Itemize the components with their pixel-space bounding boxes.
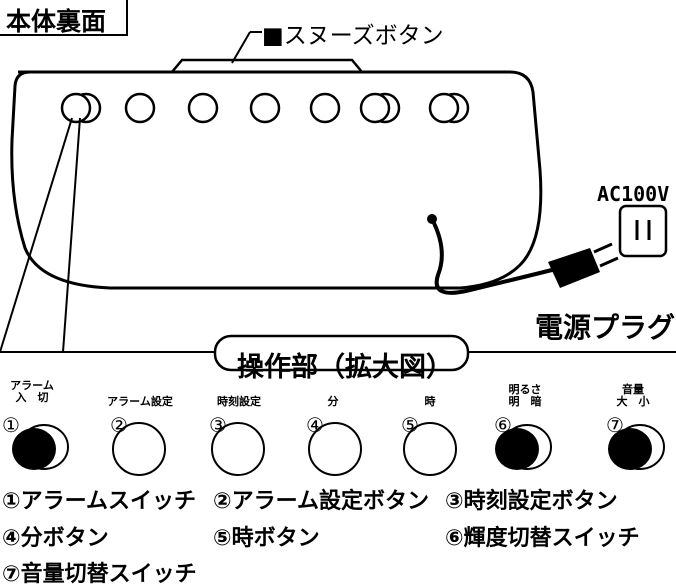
control-5 [403, 422, 457, 476]
control-2-number: ② [110, 413, 128, 437]
rear-switch-7 [428, 92, 460, 124]
rear-button-3 [187, 92, 219, 124]
control-4-label: 分 [327, 395, 339, 408]
rear-button-4 [249, 92, 281, 124]
rear-button-5 [309, 92, 341, 124]
legend-item-2: ②アラーム設定ボタン [213, 489, 429, 514]
rear-buttons [60, 92, 470, 124]
legend-item-3: ③時刻設定ボタン [445, 489, 618, 514]
clock-body [10, 70, 543, 290]
control-5-number: ⑤ [401, 413, 419, 437]
control-6-knob [495, 428, 539, 470]
control-1-label-bottom: 入 切 [15, 391, 49, 404]
rear-view-title: 本体裏面 [6, 7, 107, 36]
power-plug [548, 242, 619, 288]
panel-controls [12, 422, 665, 476]
legend-item-6: ⑥輝度切替スイッチ [445, 526, 640, 551]
snooze-callout: ■スヌーズボタン [262, 23, 444, 49]
control-6-label-bottom: 明 暗 [508, 395, 542, 408]
control-4 [308, 422, 362, 476]
control-6-label-top: 明るさ [508, 383, 542, 396]
control-1-knob [12, 428, 56, 470]
control-6-label: 明るさ 明 暗 [490, 384, 560, 408]
rear-switch-6 [359, 92, 391, 124]
control-6-number: ⑥ [494, 413, 512, 437]
rear-button-2 [124, 92, 156, 124]
control-2 [112, 422, 166, 476]
control-5-label: 時 [424, 395, 436, 408]
legend-item-4: ④分ボタン [2, 526, 109, 551]
control-7-knob [608, 428, 652, 470]
control-1-number: ① [2, 413, 20, 437]
control-7-label: 音量 大 小 [598, 384, 668, 408]
power-cord [430, 218, 561, 295]
control-1-label: アラーム 入 切 [0, 380, 67, 404]
control-3 [211, 422, 265, 476]
legend-item-1: ①アラームスイッチ [2, 489, 196, 514]
panel-title: 操作部（拡大図） [237, 352, 453, 383]
control-7-label-bottom: 大 小 [616, 395, 650, 408]
control-3-label: 時刻設定 [217, 395, 261, 408]
legend-item-5: ⑤時ボタン [213, 526, 320, 551]
control-4-number: ④ [306, 413, 324, 437]
control-3-number: ③ [209, 413, 227, 437]
panel-title-box [213, 334, 470, 372]
power-callout: AC100V [597, 182, 670, 206]
control-1-label-top: アラーム [10, 379, 54, 392]
zoom-leader-left [0, 117, 73, 353]
plug-callout: 電源プラグ [535, 311, 676, 344]
wall-outlet [618, 204, 668, 258]
control-7-label-top: 音量 [622, 383, 644, 396]
rear-switch-1 [60, 92, 92, 124]
control-2-label: アラーム設定 [107, 395, 173, 408]
legend-item-7: ⑦音量切替スイッチ [2, 562, 197, 587]
snooze-leader [231, 31, 251, 64]
control-7-number: ⑦ [606, 413, 624, 437]
rear-view-title-box: 本体裏面 [0, 0, 128, 36]
zoom-leader-right [62, 117, 81, 353]
snooze-button [171, 58, 363, 73]
